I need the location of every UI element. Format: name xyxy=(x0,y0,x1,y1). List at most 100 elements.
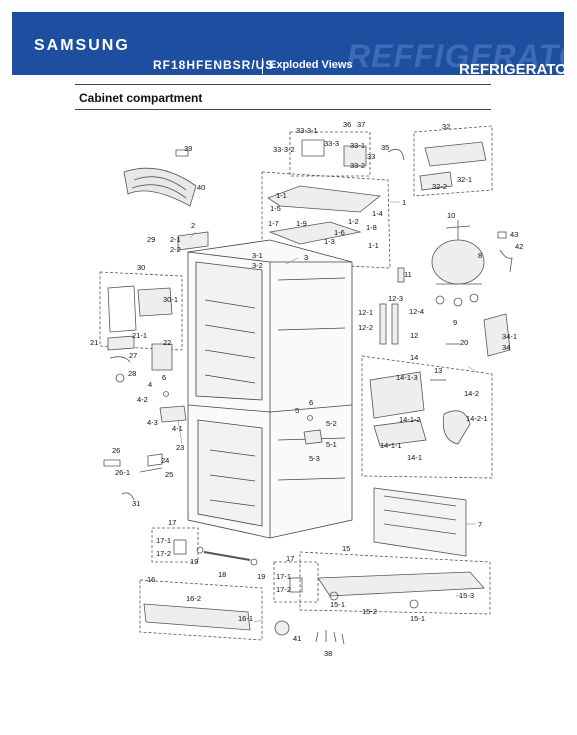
category-label: REFRIGERATOR xyxy=(459,61,564,75)
callout-label: 1-6 xyxy=(334,228,345,237)
callout-label: 1 xyxy=(402,198,406,207)
callout-label: 21 xyxy=(90,338,98,347)
callout-label: 9 xyxy=(453,318,457,327)
callout-label: 17-1 xyxy=(276,572,291,581)
callout-label: 37 xyxy=(357,120,365,129)
callout-label: 2-1 xyxy=(170,235,181,244)
callout-label: 26-1 xyxy=(115,468,130,477)
callout-label: 27 xyxy=(129,351,137,360)
callout-label: 41 xyxy=(293,634,301,643)
callout-label: 19 xyxy=(257,572,265,581)
callout-label: 40 xyxy=(197,183,205,192)
callout-label: 1-3 xyxy=(324,237,335,246)
callout-label: 15 xyxy=(342,544,350,553)
view-label: Exploded Views xyxy=(269,59,353,71)
callout-label: 23 xyxy=(176,443,184,452)
callout-label: 32-2 xyxy=(432,182,447,191)
callout-label: 16-2 xyxy=(186,594,201,603)
callout-label: 5-1 xyxy=(326,440,337,449)
callout-label: 15-1 xyxy=(410,614,425,623)
callout-label: 18 xyxy=(218,570,226,579)
callout-label: 12-2 xyxy=(358,323,373,332)
callout-label: 3-1 xyxy=(252,251,263,260)
callout-label: 12-4 xyxy=(409,307,424,316)
callout-label: 1-5 xyxy=(270,204,281,213)
callout-label: 6 xyxy=(162,373,166,382)
callout-label: 15-2 xyxy=(362,607,377,616)
callout-label: 17-1 xyxy=(156,536,171,545)
callout-label: 14-1-1 xyxy=(380,441,402,450)
callout-label: 29 xyxy=(147,235,155,244)
callout-label: 4-3 xyxy=(147,418,158,427)
callout-label: 4-2 xyxy=(137,395,148,404)
cabinet-body xyxy=(187,239,353,539)
callout-label: 30-1 xyxy=(163,295,178,304)
callout-label: 12 xyxy=(410,331,418,340)
callout-label: 11 xyxy=(404,270,412,279)
callout-label: 12-3 xyxy=(388,294,403,303)
callout-labels: 33-3-1 36 37 32 33-3 33-3-2 33-1 35 33 3… xyxy=(90,120,523,658)
callout-label: 36 xyxy=(343,120,351,129)
callout-label: 24 xyxy=(161,456,169,465)
callout-label: 1-7 xyxy=(268,219,279,228)
callout-label: 17-2 xyxy=(276,585,291,594)
callout-label: 4-1 xyxy=(172,424,183,433)
callout-label: 1-8 xyxy=(366,223,377,232)
callout-label: 33-1 xyxy=(350,141,365,150)
callout-label: 1-1 xyxy=(276,191,287,200)
callout-label: 3-2 xyxy=(252,261,263,270)
callout-label: 6 xyxy=(309,398,313,407)
callout-label: 17-2 xyxy=(156,549,171,558)
callout-label: 1-1 xyxy=(368,241,379,250)
callout-label: 14-2 xyxy=(464,389,479,398)
header-separator xyxy=(262,58,263,74)
callout-label: 1-2 xyxy=(348,217,359,226)
callout-label: 14-2-1 xyxy=(466,414,488,423)
callout-label: 34 xyxy=(502,343,510,352)
callout-label: 32-1 xyxy=(457,175,472,184)
callout-label: 33-3 xyxy=(324,139,339,148)
section-title: Cabinet compartment xyxy=(79,91,203,105)
callout-label: 28 xyxy=(128,369,136,378)
callout-label: 38 xyxy=(324,649,332,658)
callout-label: 32 xyxy=(442,122,450,131)
callout-label: 30 xyxy=(137,263,145,272)
callout-label: 3 xyxy=(304,253,308,262)
callout-label: 21-1 xyxy=(132,331,147,340)
callout-label: 39 xyxy=(184,144,192,153)
callout-label: 1-4 xyxy=(372,209,383,218)
callout-label: 5-2 xyxy=(326,419,337,428)
callout-label: 12-1 xyxy=(358,308,373,317)
callout-label: 31 xyxy=(132,499,140,508)
page-header: REFFIGERATOR SAMSUNG RF18HFENBSR/US Expl… xyxy=(12,12,564,75)
callout-label: 15-3 xyxy=(459,591,474,600)
callout-label: 14-1-2 xyxy=(399,415,421,424)
callout-label: 17 xyxy=(286,554,294,563)
callout-label: 16 xyxy=(147,575,155,584)
callout-label: 15-1 xyxy=(330,600,345,609)
callout-label: 42 xyxy=(515,242,523,251)
callout-label: 14 xyxy=(410,353,418,362)
brand-logo: SAMSUNG xyxy=(34,37,130,54)
group-boxes xyxy=(99,125,493,641)
callout-label: 17 xyxy=(168,518,176,527)
callout-label: 1-9 xyxy=(296,219,307,228)
callout-label: 8 xyxy=(478,251,482,260)
callout-label: 19 xyxy=(190,557,198,566)
callout-label: 33-2 xyxy=(350,161,365,170)
model-number: RF18HFENBSR/US xyxy=(153,58,275,72)
callout-label: 2 xyxy=(191,221,195,230)
callout-label: 34-1 xyxy=(502,332,517,341)
callout-label: 22 xyxy=(163,338,171,347)
callout-label: 20 xyxy=(460,338,468,347)
callout-label: 33-3-2 xyxy=(273,145,295,154)
callout-label: 14-1 xyxy=(407,453,422,462)
callout-label: 14-1-3 xyxy=(396,373,418,382)
callout-label: 33-3-1 xyxy=(296,126,318,135)
callout-label: 43 xyxy=(510,230,518,239)
top-rule xyxy=(75,84,491,85)
callout-label: 7 xyxy=(478,520,482,529)
callout-label: 10 xyxy=(447,211,455,220)
callout-label: 16-1 xyxy=(238,614,253,623)
